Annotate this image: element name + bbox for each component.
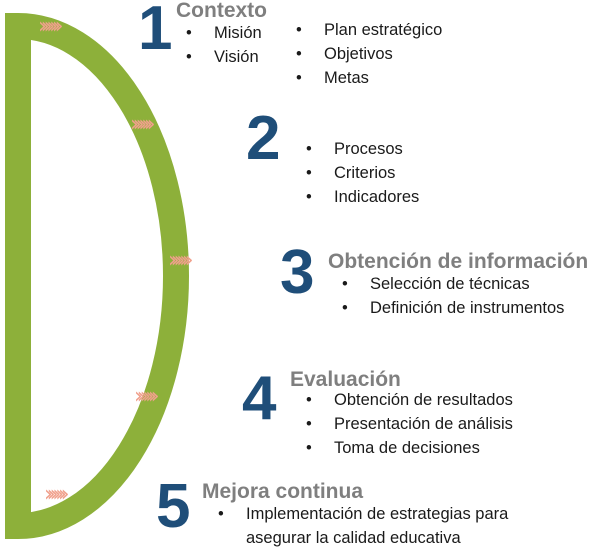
arc-outline — [5, 12, 189, 540]
list-item: Implementación de estrategias para asegu… — [218, 502, 548, 550]
step-5-chevrons: ››››››› — [44, 482, 69, 507]
step-4-bullets: Obtención de resultados Presentación de … — [306, 388, 513, 460]
step-2-bullets: Procesos Criterios Indicadores — [306, 137, 419, 209]
list-item: Definición de instrumentos — [342, 296, 564, 320]
step-1-chevrons: ››››››› — [38, 14, 63, 39]
step-1-bullets-col2: Plan estratégico Objetivos Metas — [296, 18, 442, 90]
list-item: Indicadores — [306, 185, 419, 209]
step-1-bullets-col1: Misión Visión — [186, 21, 262, 69]
step-5-bullets: Implementación de estrategias para asegu… — [218, 502, 548, 550]
step-3-bullets: Selección de técnicas Definición de inst… — [342, 272, 564, 320]
step-3-chevrons: ››››››› — [168, 248, 193, 273]
step-5-number: 5 — [156, 472, 191, 541]
list-item: Visión — [186, 45, 262, 69]
list-item: Toma de decisiones — [306, 436, 513, 460]
step-4-number: 4 — [242, 364, 277, 433]
list-item: Plan estratégico — [296, 18, 442, 42]
step-4-title: Evaluación — [290, 368, 401, 391]
step-4-chevrons: ››››››› — [134, 384, 159, 409]
step-2-number: 2 — [246, 104, 281, 173]
list-item: Procesos — [306, 137, 419, 161]
step-3-title: Obtención de información — [328, 250, 589, 273]
step-2-chevrons: ››››››› — [130, 112, 155, 137]
list-item: Criterios — [306, 161, 419, 185]
list-item: Metas — [296, 66, 442, 90]
step-5-title: Mejora continua — [202, 480, 364, 503]
step-1-number: 1 — [138, 0, 173, 63]
list-item: Obtención de resultados — [306, 388, 513, 412]
step-3-number: 3 — [280, 238, 315, 307]
list-item: Selección de técnicas — [342, 272, 564, 296]
list-item: Objetivos — [296, 42, 442, 66]
step-1-title: Contexto — [176, 0, 267, 22]
list-item: Misión — [186, 21, 262, 45]
list-item: Presentación de análisis — [306, 412, 513, 436]
